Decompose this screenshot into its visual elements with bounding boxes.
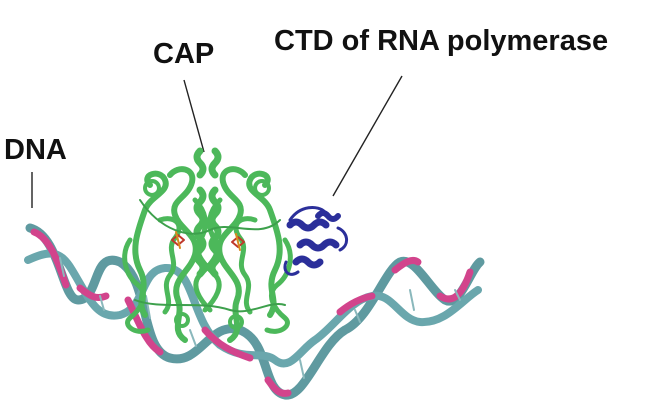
cap-ribbon	[264, 237, 293, 334]
cap-loop	[174, 312, 190, 328]
camp-ligand	[171, 234, 245, 248]
cap-ribbon	[216, 166, 248, 343]
dna-magenta-segment	[30, 228, 70, 289]
cap-ribbon	[157, 216, 182, 315]
cap-central-helix	[208, 147, 222, 278]
dna-double-helix	[24, 223, 485, 400]
cap-label: CAP	[153, 38, 215, 70]
ctd-helix	[315, 210, 341, 222]
leader-lines	[31, 75, 403, 208]
ctd-helix	[296, 238, 340, 252]
cap-loop	[253, 179, 271, 197]
rna-polymerase-ctd	[283, 206, 348, 276]
cap-ribbon	[132, 170, 169, 318]
cap-protein-dimer	[122, 147, 293, 343]
cap-loop	[143, 179, 161, 197]
dna-magenta-segment	[264, 376, 292, 397]
cap-ribbon	[233, 216, 258, 315]
ctd-coil	[283, 206, 348, 276]
ctd-label: CTD of RNA polymerase	[274, 25, 609, 57]
camp-ligand-accent	[175, 231, 241, 251]
ctd-helix	[286, 218, 330, 232]
dna-magenta-segment	[391, 256, 422, 274]
cap-leader-line	[183, 79, 205, 153]
dna-label: DNA	[4, 134, 67, 166]
cap-central-helix	[193, 147, 207, 278]
cap-loop	[228, 314, 244, 330]
dna-magenta-segment	[436, 268, 474, 303]
dna-magenta-segment	[201, 326, 254, 362]
dna-magenta-segment	[336, 292, 376, 316]
ctd-helix	[292, 255, 324, 269]
dna-base-pairs	[59, 257, 461, 379]
cap-coil	[134, 199, 286, 313]
cap-ribbon	[246, 170, 283, 318]
dna-magenta-segment	[76, 284, 110, 302]
ctd-leader-line	[332, 75, 403, 197]
